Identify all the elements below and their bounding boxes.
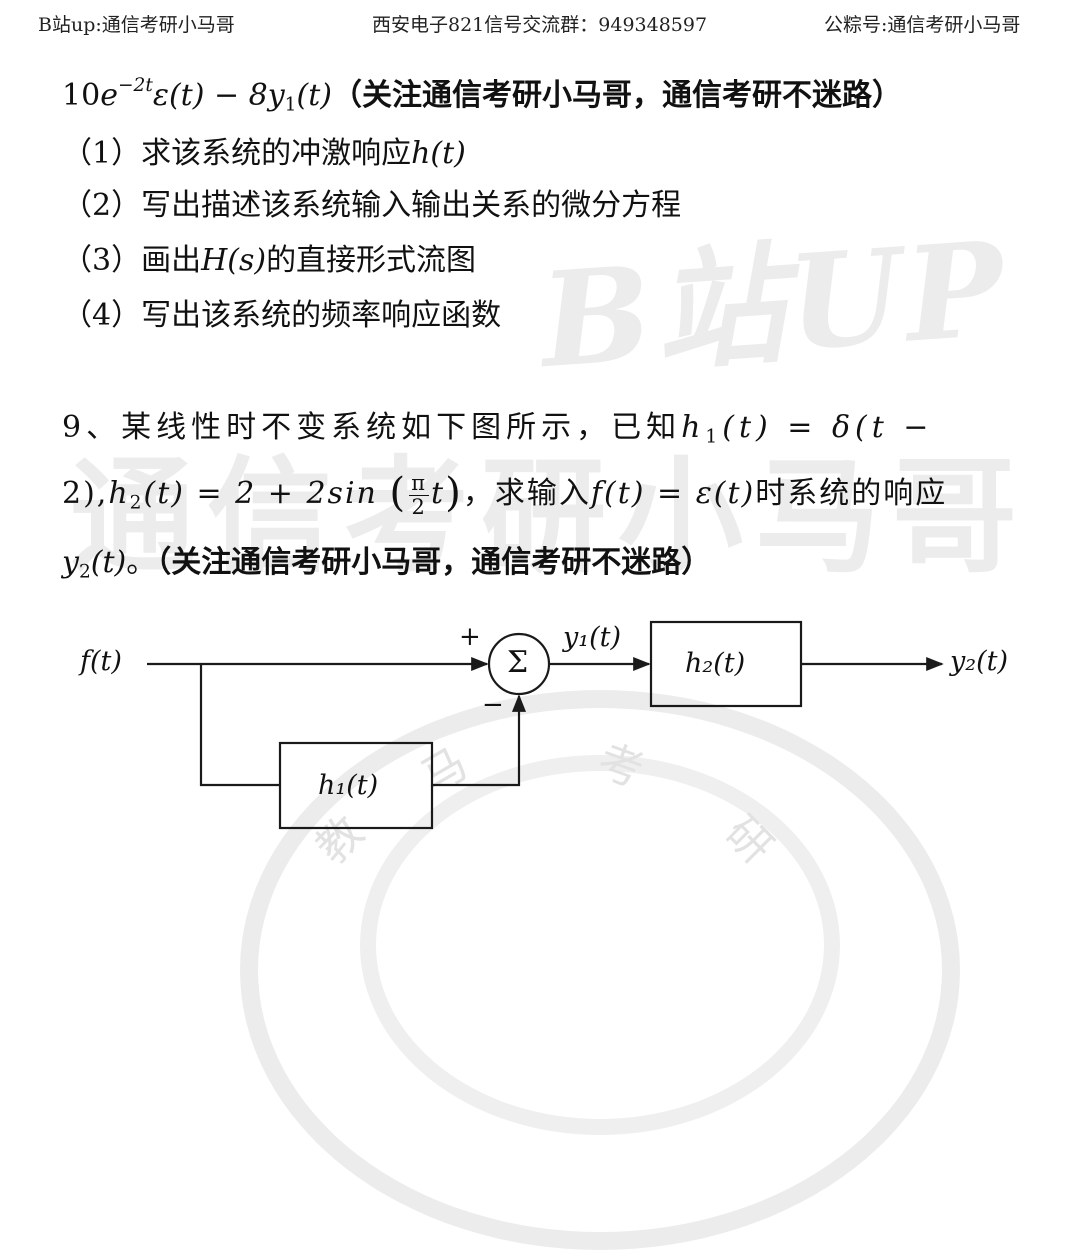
follow-note: （关注通信考研小马哥，通信考研不迷路） <box>156 545 712 580</box>
h1-definition-end: 2), <box>62 476 109 511</box>
problem-9-line-3: y2(t)。（关注通信考研小马哥，通信考研不迷路） <box>62 537 711 581</box>
period: 。 <box>126 545 157 580</box>
branch-to-h1-line <box>199 664 280 787</box>
equation-exponent: −2t <box>117 75 153 97</box>
h1-feedback-line <box>432 694 527 787</box>
question-number: （4） <box>62 298 142 333</box>
h1-subscript: 1 <box>705 426 723 448</box>
plus-sign: + <box>459 622 481 652</box>
question-number: （3） <box>62 243 142 278</box>
question-text: 写出描述该系统输入输出关系的微分方程 <box>141 188 682 223</box>
input-label-f: f(t) <box>80 646 122 677</box>
problem-9-line-1: 9、某线性时不变系统如下图所示，已知h1(t) = δ(t − <box>62 402 933 446</box>
question-3: （3）画出H(s)的直接形式流图 <box>62 235 476 279</box>
question-1: （1）求该系统的冲激响应h(t) <box>62 128 466 172</box>
question-text: 写出该系统的频率响应函数 <box>141 298 502 333</box>
problem-9-statement: 9、某线性时不变系统如下图所示，已知 <box>62 410 682 445</box>
h2-block-label: h₂(t) <box>685 648 746 679</box>
question-text: 画出 <box>141 243 202 278</box>
fraction-variable: t <box>431 476 446 511</box>
y2-subscript: 2 <box>78 561 91 583</box>
h1-block-label: h₁(t) <box>318 770 379 801</box>
question-math: h(t) <box>411 136 466 171</box>
problem-9-input-text: ，求输入 <box>462 476 591 511</box>
header-qq-group: 西安电子821信号交流群：949348597 <box>372 14 708 36</box>
question-4: （4）写出该系统的频率响应函数 <box>62 290 501 334</box>
h1-definition: (t) = δ(t − <box>722 410 934 445</box>
equation-y-arg: (t) <box>296 78 332 113</box>
h2-var: h <box>108 476 130 511</box>
header-wechat-account: 公粽号:通信考研小马哥 <box>824 14 1021 36</box>
y2-arg: (t) <box>90 545 127 580</box>
close-paren: ) <box>445 468 463 517</box>
open-paren: ( <box>389 468 408 517</box>
fraction-denominator: 2 <box>411 494 427 519</box>
equation-y-var: y <box>267 78 285 113</box>
input-definition: f(t) = ε(t) <box>590 476 756 511</box>
system-block-diagram <box>147 620 944 830</box>
y2-var: y <box>62 545 79 580</box>
follow-note: （关注通信考研小马哥，通信考研不迷路） <box>331 78 902 113</box>
question-math: H(s) <box>201 243 267 278</box>
equation-step-term: ε(t) − 8 <box>152 78 268 113</box>
question-2: （2）写出描述该系统输入输出关系的微分方程 <box>62 180 681 224</box>
prev-problem-equation-line: 10e−2tε(t) − 8y1(t)（关注通信考研小马哥，通信考研不迷路） <box>62 70 902 114</box>
minus-sign: − <box>482 690 504 720</box>
h2-definition: (t) = 2 + 2sin <box>143 476 378 511</box>
output-label-y2: y₂(t) <box>950 646 1008 677</box>
equation-y-subscript: 1 <box>284 94 297 116</box>
y1-label: y₁(t) <box>563 622 621 653</box>
question-number: （1） <box>62 136 142 171</box>
sigma-icon: Σ <box>507 645 529 680</box>
h2-subscript: 2 <box>129 492 144 514</box>
h1-var: h <box>681 410 706 445</box>
question-text: 求该系统的冲激响应 <box>141 136 412 171</box>
equation-exp-base: e <box>100 78 118 113</box>
equation-coefficient: 10 <box>62 78 101 113</box>
fraction-numerator: π <box>409 471 430 496</box>
page-header: B站up:通信考研小马哥 西安电子821信号交流群：949348597 公粽号:… <box>0 10 1080 40</box>
header-bilibili-up: B站up:通信考研小马哥 <box>38 14 235 36</box>
question-number: （2） <box>62 188 142 223</box>
problem-9-response-text: 时系统的响应 <box>755 476 948 511</box>
question-text-after: 的直接形式流图 <box>266 243 477 278</box>
